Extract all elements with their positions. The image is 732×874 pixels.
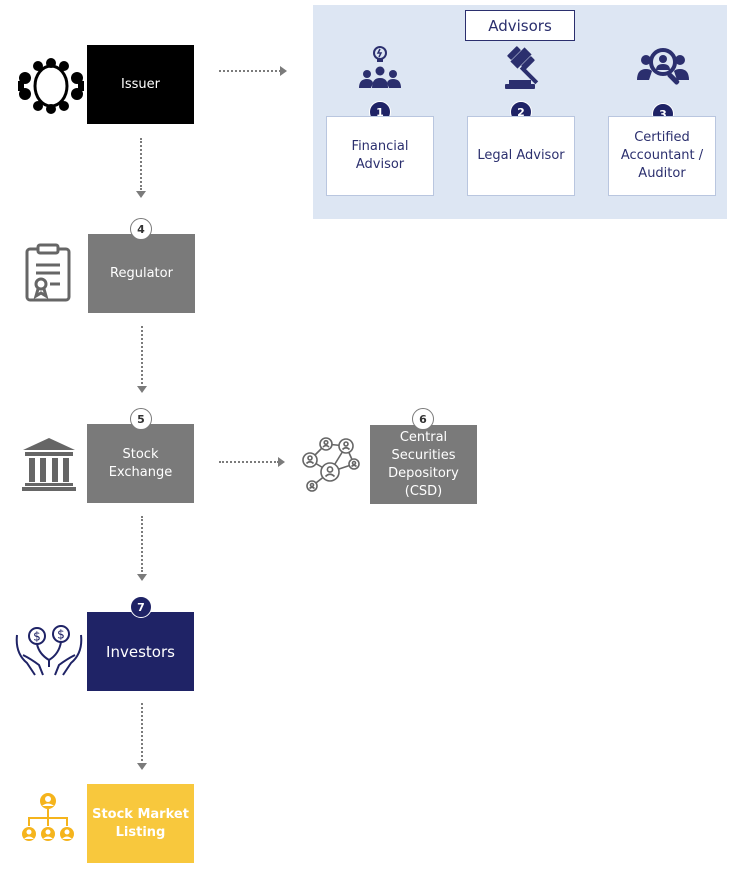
investors-label: Investors <box>106 642 175 661</box>
regulator-box: Regulator <box>88 234 195 313</box>
issuer-box: Issuer <box>87 45 194 124</box>
issuer-label: Issuer <box>121 76 160 92</box>
csd-label: Central Securities Depository (CSD) <box>388 429 459 499</box>
team-idea-icon <box>356 44 404 92</box>
exchange-to-csd-connector <box>219 461 279 463</box>
stock-market-listing-label: Stock Market Listing <box>92 806 189 840</box>
arrow-right-icon <box>280 66 287 76</box>
hands-coins-icon: $ $ <box>14 621 84 681</box>
network-people-icon <box>296 434 362 496</box>
investors-to-listing-connector <box>141 703 143 761</box>
csd-box: Central Securities Depository (CSD) <box>370 425 477 504</box>
arrow-down-icon <box>137 386 147 393</box>
arrow-down-icon <box>137 574 147 581</box>
stock-market-listing-box: Stock Market Listing <box>87 784 194 863</box>
certificate-clipboard-icon <box>23 243 73 303</box>
step-number-badge: 6 <box>412 408 434 430</box>
financial-advisor-label: Financial Advisor <box>351 139 409 172</box>
legal-advisor-label: Legal Advisor <box>477 148 565 163</box>
advisors-title: Advisors <box>465 10 575 41</box>
gavel-icon <box>497 42 547 92</box>
stock-exchange-label: Stock Exchange <box>108 446 173 480</box>
arrow-down-icon <box>136 191 146 198</box>
stock-exchange-box: Stock Exchange <box>87 424 194 503</box>
bank-building-icon <box>21 436 77 492</box>
arrow-down-icon <box>137 763 147 770</box>
issuer-to-advisors-connector <box>219 70 281 72</box>
svg-text:$: $ <box>33 630 41 644</box>
auditor-search-icon <box>636 44 690 92</box>
financial-advisor-box: Financial Advisor <box>326 116 434 196</box>
org-chart-icon <box>20 792 76 848</box>
step-number-badge: 4 <box>130 218 152 240</box>
svg-text:$: $ <box>57 628 65 642</box>
legal-advisor-box: Legal Advisor <box>467 116 575 196</box>
step-number-badge: 7 <box>130 596 152 618</box>
arrow-right-icon <box>278 457 285 467</box>
auditor-label: Certified Accountant / Auditor <box>620 130 704 181</box>
regulator-label: Regulator <box>110 265 173 281</box>
issuer-to-regulator-connector <box>140 138 142 190</box>
investors-box: Investors <box>87 612 194 691</box>
boardroom-icon <box>16 58 86 114</box>
exchange-to-investors-connector <box>141 516 143 572</box>
auditor-box: Certified Accountant / Auditor <box>608 116 716 196</box>
step-number-badge: 5 <box>130 408 152 430</box>
regulator-to-exchange-connector <box>141 326 143 384</box>
